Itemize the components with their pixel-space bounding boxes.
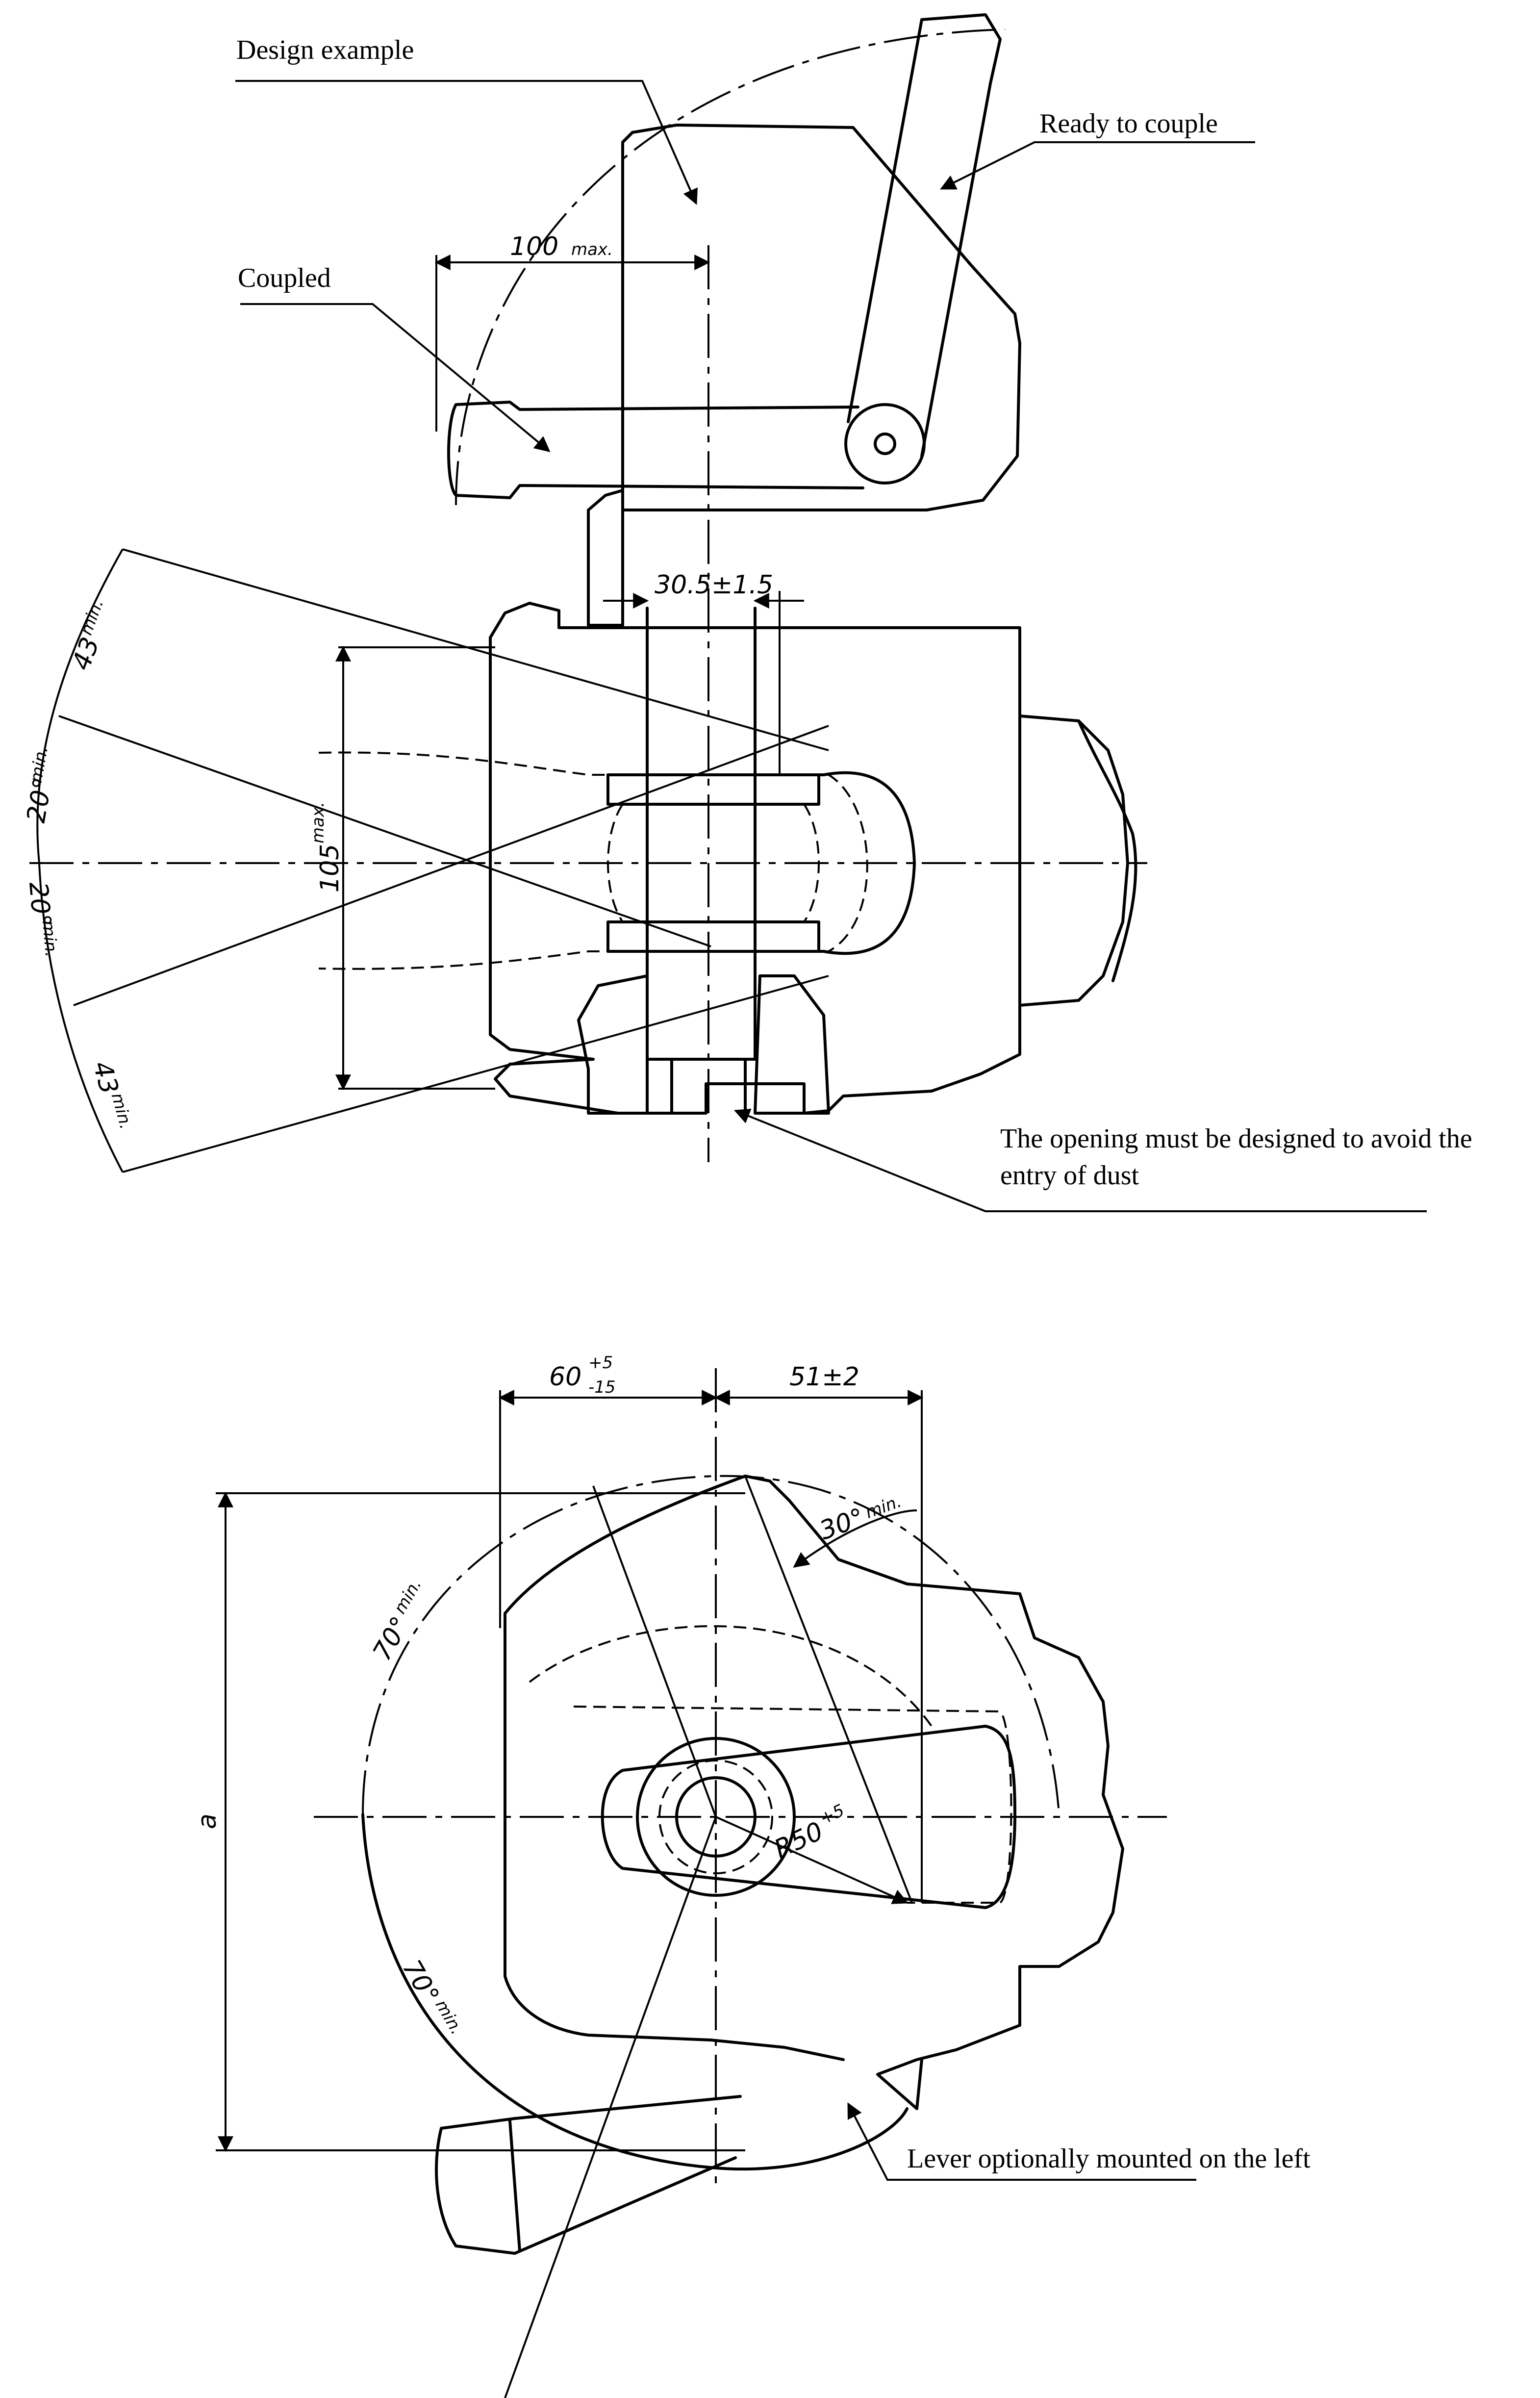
dim-70-upper-tol: min. <box>390 1576 426 1617</box>
bottom-view <box>216 1368 1196 2398</box>
dim-70-lower-label: 70° min. <box>397 1955 467 2039</box>
angle-43-lower-tol: min. <box>107 1091 136 1131</box>
callout-opening-line2: entry of dust <box>1000 1160 1139 1191</box>
dim-r50-label: R50 +5 <box>770 1801 847 1864</box>
hook-body-outline <box>587 124 1021 627</box>
angle-line-4 <box>122 975 829 1173</box>
dim-r50-tol: +5 <box>817 1801 847 1829</box>
leader-design-example <box>235 80 698 205</box>
angle-43-upper-value: 43 <box>67 634 105 674</box>
hook-inner-line <box>621 131 634 144</box>
inner-contour-2 <box>573 1706 1012 1904</box>
coupler-body <box>489 602 1129 1115</box>
break-line-top <box>1018 714 1137 1007</box>
dim-a-value: a <box>193 1813 222 1829</box>
leader-ready-to-couple <box>940 141 1255 190</box>
dim-70-lower-tol: min. <box>431 1996 467 2038</box>
angle-43-upper-tol: min. <box>76 596 107 638</box>
lower-body-left <box>504 1612 845 2061</box>
angle-20-upper-tol: min. <box>26 745 52 785</box>
coupled-lever <box>447 401 864 499</box>
angle-line-3 <box>73 725 829 1006</box>
lower-lever-band <box>508 2119 521 2252</box>
inner-contour-1 <box>529 1625 933 1727</box>
callout-coupled: Coupled <box>238 263 331 293</box>
angle-20-upper-label: 20° min. <box>22 745 58 825</box>
angle-20-lower-label: 20° min. <box>23 881 61 958</box>
leader-coupled <box>240 303 551 453</box>
angle-43-lower-label: 43 min. <box>87 1058 136 1131</box>
callout-design-example: Design example <box>236 35 414 65</box>
lower-body-top <box>504 1475 747 1615</box>
dim-30-value: 30° <box>816 1503 868 1546</box>
dim-100-tol: max. <box>571 240 613 259</box>
leader-opening <box>734 1108 1427 1212</box>
dim-51-label: 51±2 <box>789 1362 859 1392</box>
leader-lever-left <box>847 2102 1196 2181</box>
dim-60-label: 60 +5 -15 <box>549 1353 616 1397</box>
angle-43-upper-label: 43 min. <box>67 596 107 674</box>
lower-swing-circle <box>361 1813 909 2171</box>
dim-105-tol: max. <box>308 802 328 843</box>
dim-70-upper-label: 70° min. <box>367 1576 426 1666</box>
swing-circle <box>362 1475 1060 1815</box>
link-bushing-lower <box>606 920 820 953</box>
dim-60-tol-minus: -15 <box>588 1378 616 1397</box>
link-outline <box>318 751 868 970</box>
lower-lever <box>435 2095 742 2255</box>
dim-r50-value: R50 <box>770 1816 828 1864</box>
callout-ready-to-couple: Ready to couple <box>1039 108 1218 139</box>
thirty-line <box>744 1476 913 1903</box>
dim-60-tol-plus: +5 <box>588 1353 613 1373</box>
angle-20-lower-tol: min. <box>38 919 61 958</box>
ready-lever <box>847 13 1002 458</box>
angle-line-1 <box>122 548 829 751</box>
angle-arc <box>36 549 124 1173</box>
coupling-pin <box>646 607 757 1061</box>
dim-105-label: 105 max. <box>308 802 345 893</box>
top-view <box>29 13 1427 1212</box>
seventy-line-lower <box>504 1816 717 2398</box>
angle-43-lower-value: 43 <box>87 1058 124 1097</box>
jaw-opening <box>606 771 916 955</box>
hatched-section-right <box>754 974 830 1115</box>
link-bushing <box>606 773 820 806</box>
lever-pivot-pin <box>874 433 896 455</box>
lower-body <box>744 1475 1124 2110</box>
dim-30-5-label: 30.5±1.5 <box>655 570 773 600</box>
angle-line-2 <box>58 715 711 947</box>
angle-20-lower-value: 20° <box>23 881 56 928</box>
hatched-section-left <box>577 974 649 1115</box>
dim-30-label: 30° min. <box>816 1492 904 1546</box>
seventy-line-upper <box>592 1485 717 1817</box>
dim-100-label: 100 max. <box>510 232 613 261</box>
lever-swing-arc <box>455 28 1006 506</box>
lever-pivot <box>844 403 926 485</box>
dim-a-label: a <box>193 1813 222 1829</box>
r50-line <box>715 1816 909 1904</box>
dim-60-value: 60 <box>549 1362 581 1392</box>
callout-opening-line1: The opening must be designed to avoid th… <box>1000 1123 1472 1154</box>
callout-lever-left: Lever optionally mounted on the left <box>907 2143 1311 2174</box>
dim-70-lower-value: 70° <box>397 1955 445 2009</box>
thirty-arc <box>793 1509 917 1568</box>
dim-70-upper-value: 70° <box>367 1612 415 1666</box>
dim-100-value: 100 <box>510 232 558 261</box>
pin-bottom <box>670 1058 747 1115</box>
dim-105-value: 105 <box>315 844 345 893</box>
